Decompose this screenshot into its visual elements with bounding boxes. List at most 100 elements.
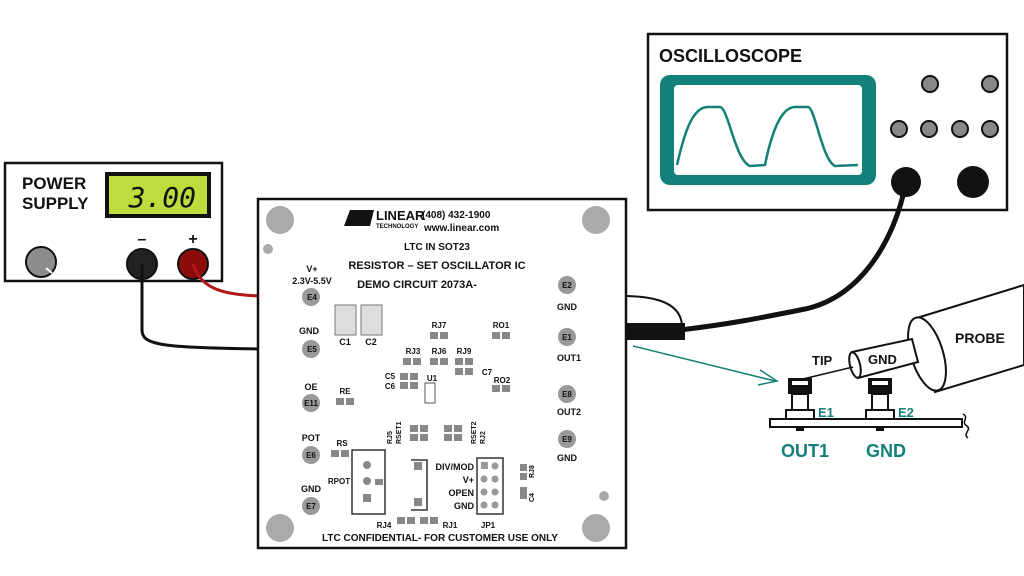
e1-detail-label: E1 (818, 405, 834, 420)
jumper-jp1[interactable] (476, 457, 504, 515)
gnd-detail-label: GND (866, 441, 906, 461)
terminal-e7[interactable] (302, 497, 320, 515)
ro2-label: RO2 (494, 376, 511, 385)
scope-knob[interactable] (981, 75, 999, 93)
e2-label: GND (557, 302, 578, 312)
break-mark-icon (962, 413, 970, 439)
post-top-slot (792, 381, 808, 385)
e6-label: POT (302, 433, 321, 443)
scope-knobs (890, 75, 999, 138)
terminal-e2-id: E2 (562, 281, 572, 290)
e1-label: OUT1 (557, 353, 581, 363)
scope-knob[interactable] (981, 120, 999, 138)
scope-knob[interactable] (890, 120, 908, 138)
e5-label: GND (299, 326, 320, 336)
smd-pad (414, 498, 422, 506)
plus-label: + (188, 231, 197, 248)
terminal-e11-id: E11 (304, 399, 318, 408)
terminal-e8-id: E8 (562, 390, 572, 399)
logo-brand: LINEAR (376, 208, 425, 223)
rj5-label: RJ5 (387, 431, 394, 444)
red-lead-wire (191, 263, 269, 298)
power-supply-title-2: SUPPLY (22, 194, 89, 213)
jumper-label-open: OPEN (448, 488, 474, 498)
scope-knob[interactable] (920, 120, 938, 138)
terminal-e6[interactable] (302, 446, 320, 464)
rset1-label: RSET1 (396, 421, 403, 444)
rj9-label: RJ9 (457, 347, 472, 356)
scope-knob[interactable] (951, 120, 969, 138)
pot-pin (363, 477, 371, 485)
logo-sub: TECHNOLOGY (376, 224, 418, 230)
re-label: RE (339, 387, 351, 396)
pot-pin (375, 479, 383, 485)
lcd-value: 3.00 (128, 181, 196, 214)
rj1-label: RJ1 (443, 521, 458, 530)
c7-label: C7 (482, 368, 493, 377)
rj7-label: RJ7 (432, 321, 447, 330)
post-top (868, 378, 892, 394)
scope-knob[interactable] (921, 75, 939, 93)
capacitor-c1 (334, 304, 357, 336)
post-top-slot (872, 381, 888, 385)
mounting-hole (582, 206, 610, 234)
linear-logo-icon-part (361, 210, 374, 226)
terminal-e6-id: E6 (306, 451, 316, 460)
post-pin (876, 427, 884, 431)
rset2-label: RSET2 (471, 421, 478, 444)
minus-label: – (138, 231, 147, 248)
terminal-e9-id: E9 (562, 435, 572, 444)
rj3-label: RJ3 (406, 347, 421, 356)
post-e2[interactable] (865, 378, 895, 431)
terminal-e5[interactable] (302, 340, 320, 358)
terminal-e9[interactable] (558, 430, 576, 448)
terminal-e8[interactable] (558, 385, 576, 403)
jumper-pins (480, 462, 499, 509)
potentiometer-rpot[interactable] (351, 449, 386, 515)
rj4-label: RJ4 (377, 521, 392, 530)
probe-cable (679, 181, 909, 333)
smd-parts (331, 332, 527, 524)
terminal-e4[interactable] (302, 288, 320, 306)
jp1-label: JP1 (481, 521, 496, 530)
power-supply-title-1: POWER (22, 174, 86, 193)
c2-label: C2 (365, 337, 377, 347)
probe-detail: PROBE GND TIP E1 E2 OUT1 GND (769, 283, 1024, 461)
lcd-display (109, 176, 207, 214)
terminal-e4-id: E4 (307, 293, 317, 302)
terminal-e2[interactable] (558, 276, 576, 294)
board-line3: DEMO CIRCUIT 2073A- (357, 279, 477, 291)
board-phone: (408) 432-1900 (422, 210, 491, 221)
c1-label: C1 (339, 337, 351, 347)
terminal-e11[interactable] (302, 394, 320, 412)
probe-tip-wire (802, 366, 854, 380)
scope-input-jack-2[interactable] (957, 166, 989, 198)
u1-label: U1 (427, 374, 438, 383)
black-lead-wire (140, 264, 269, 351)
e11-label: OE (304, 382, 317, 392)
component-outline (411, 459, 428, 511)
gnd-sleeve-label: GND (868, 352, 897, 367)
rpot-label: RPOT (328, 477, 350, 486)
smd-pad (414, 462, 422, 470)
c4-label: C4 (529, 493, 536, 502)
e9-label: GND (557, 453, 578, 463)
post-pin (796, 427, 804, 431)
mounting-hole (582, 514, 610, 542)
fiducial (599, 491, 609, 501)
fiducial (263, 244, 273, 254)
terminal-e7-id: E7 (306, 502, 316, 511)
demo-board: LINEAR TECHNOLOGY (408) 432-1900 www.lin… (256, 197, 628, 550)
rs-label: RS (336, 439, 348, 448)
pcb-edge (769, 418, 963, 428)
e7-label: GND (301, 484, 322, 494)
mounting-hole (266, 514, 294, 542)
pot-pin (363, 494, 371, 502)
post-base (785, 409, 815, 420)
post-e1[interactable] (785, 378, 815, 431)
tip-label: TIP (812, 353, 833, 368)
capacitor-c2 (360, 304, 383, 336)
terminal-e1[interactable] (558, 328, 576, 346)
knob-indicator-icon (45, 267, 53, 274)
power-supply: POWER SUPPLY 3.00 – + (3, 161, 224, 283)
